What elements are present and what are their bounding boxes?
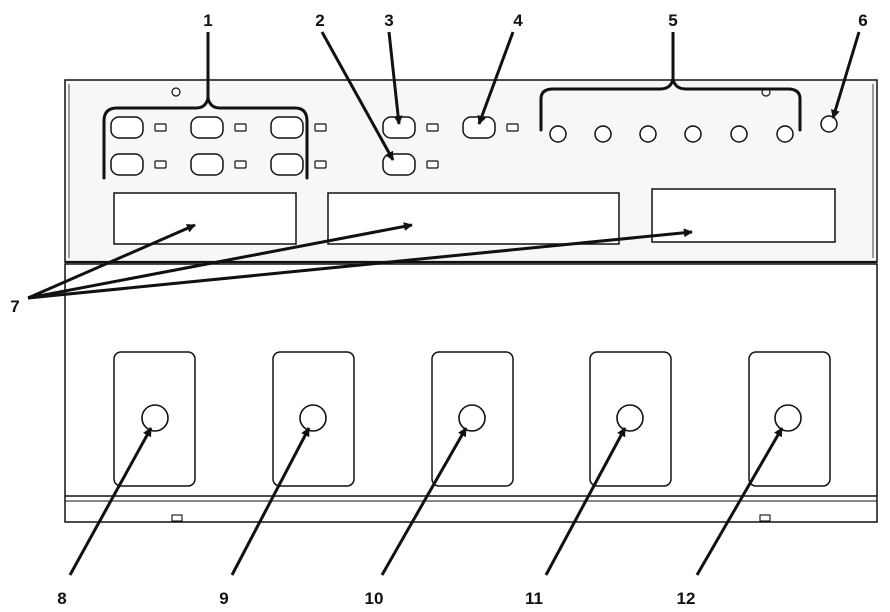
leader-7c — [27, 228, 693, 300]
leader-9 — [230, 427, 311, 576]
led-indicator — [234, 160, 247, 169]
leader-2 — [320, 31, 395, 161]
knob[interactable] — [730, 125, 748, 143]
button-group-2-4 — [382, 116, 496, 176]
callout-10: 10 — [365, 589, 384, 608]
push-button[interactable] — [190, 116, 224, 139]
knob[interactable] — [639, 125, 657, 143]
push-button[interactable] — [190, 153, 224, 176]
callout-12: 12 — [677, 589, 696, 608]
push-button[interactable] — [110, 116, 144, 139]
footswitch-8[interactable] — [141, 404, 169, 432]
knob[interactable] — [776, 125, 794, 143]
knob[interactable] — [594, 125, 612, 143]
footswitch-9[interactable] — [299, 404, 327, 432]
knob[interactable] — [684, 125, 702, 143]
callout-9: 9 — [219, 589, 228, 608]
led-indicator — [314, 160, 327, 169]
callout-labels: 1 2 3 4 5 6 7 8 9 10 11 12 — [10, 11, 867, 608]
callout-7: 7 — [10, 297, 19, 316]
callout-8: 8 — [57, 589, 66, 608]
callout-4: 4 — [513, 11, 523, 30]
foot-right — [759, 514, 771, 522]
screw-hole-left — [171, 87, 181, 97]
led-indicator — [426, 123, 439, 132]
footswitch-11[interactable] — [616, 404, 644, 432]
foot-left — [171, 514, 183, 522]
leader-4 — [477, 31, 515, 125]
leader-7b — [27, 222, 413, 300]
led-indicator — [234, 123, 247, 132]
push-button[interactable] — [270, 116, 304, 139]
leader-7a — [27, 223, 196, 300]
led-indicator — [506, 123, 519, 132]
led-indicator — [154, 123, 167, 132]
knob-row-5 — [549, 115, 838, 143]
callout-6: 6 — [858, 11, 867, 30]
led-indicator — [426, 160, 439, 169]
button-group-1 — [110, 116, 304, 176]
leader-11 — [544, 427, 627, 576]
leader-6 — [831, 31, 861, 119]
led-indicator — [154, 160, 167, 169]
callout-2: 2 — [315, 11, 324, 30]
push-button-2[interactable] — [382, 153, 416, 176]
display-left — [113, 192, 297, 245]
callout-5: 5 — [668, 11, 677, 30]
callout-1: 1 — [203, 11, 212, 30]
leader-10 — [380, 427, 468, 576]
leader-3 — [387, 31, 403, 125]
leader-lines — [27, 31, 861, 576]
push-button[interactable] — [270, 153, 304, 176]
leader-8 — [68, 427, 153, 576]
display-center — [327, 192, 620, 245]
leader-12 — [695, 427, 784, 576]
led-group-2-4 — [426, 123, 519, 169]
callout-3: 3 — [384, 11, 393, 30]
footswitches — [141, 404, 802, 432]
footswitch-10[interactable] — [458, 404, 486, 432]
footswitch-12[interactable] — [774, 404, 802, 432]
display-windows — [113, 188, 836, 245]
callout-11: 11 — [525, 589, 543, 608]
knob-6[interactable] — [820, 115, 838, 133]
led-group-1 — [154, 123, 327, 169]
push-button[interactable] — [110, 153, 144, 176]
led-indicator — [314, 123, 327, 132]
knob[interactable] — [549, 125, 567, 143]
